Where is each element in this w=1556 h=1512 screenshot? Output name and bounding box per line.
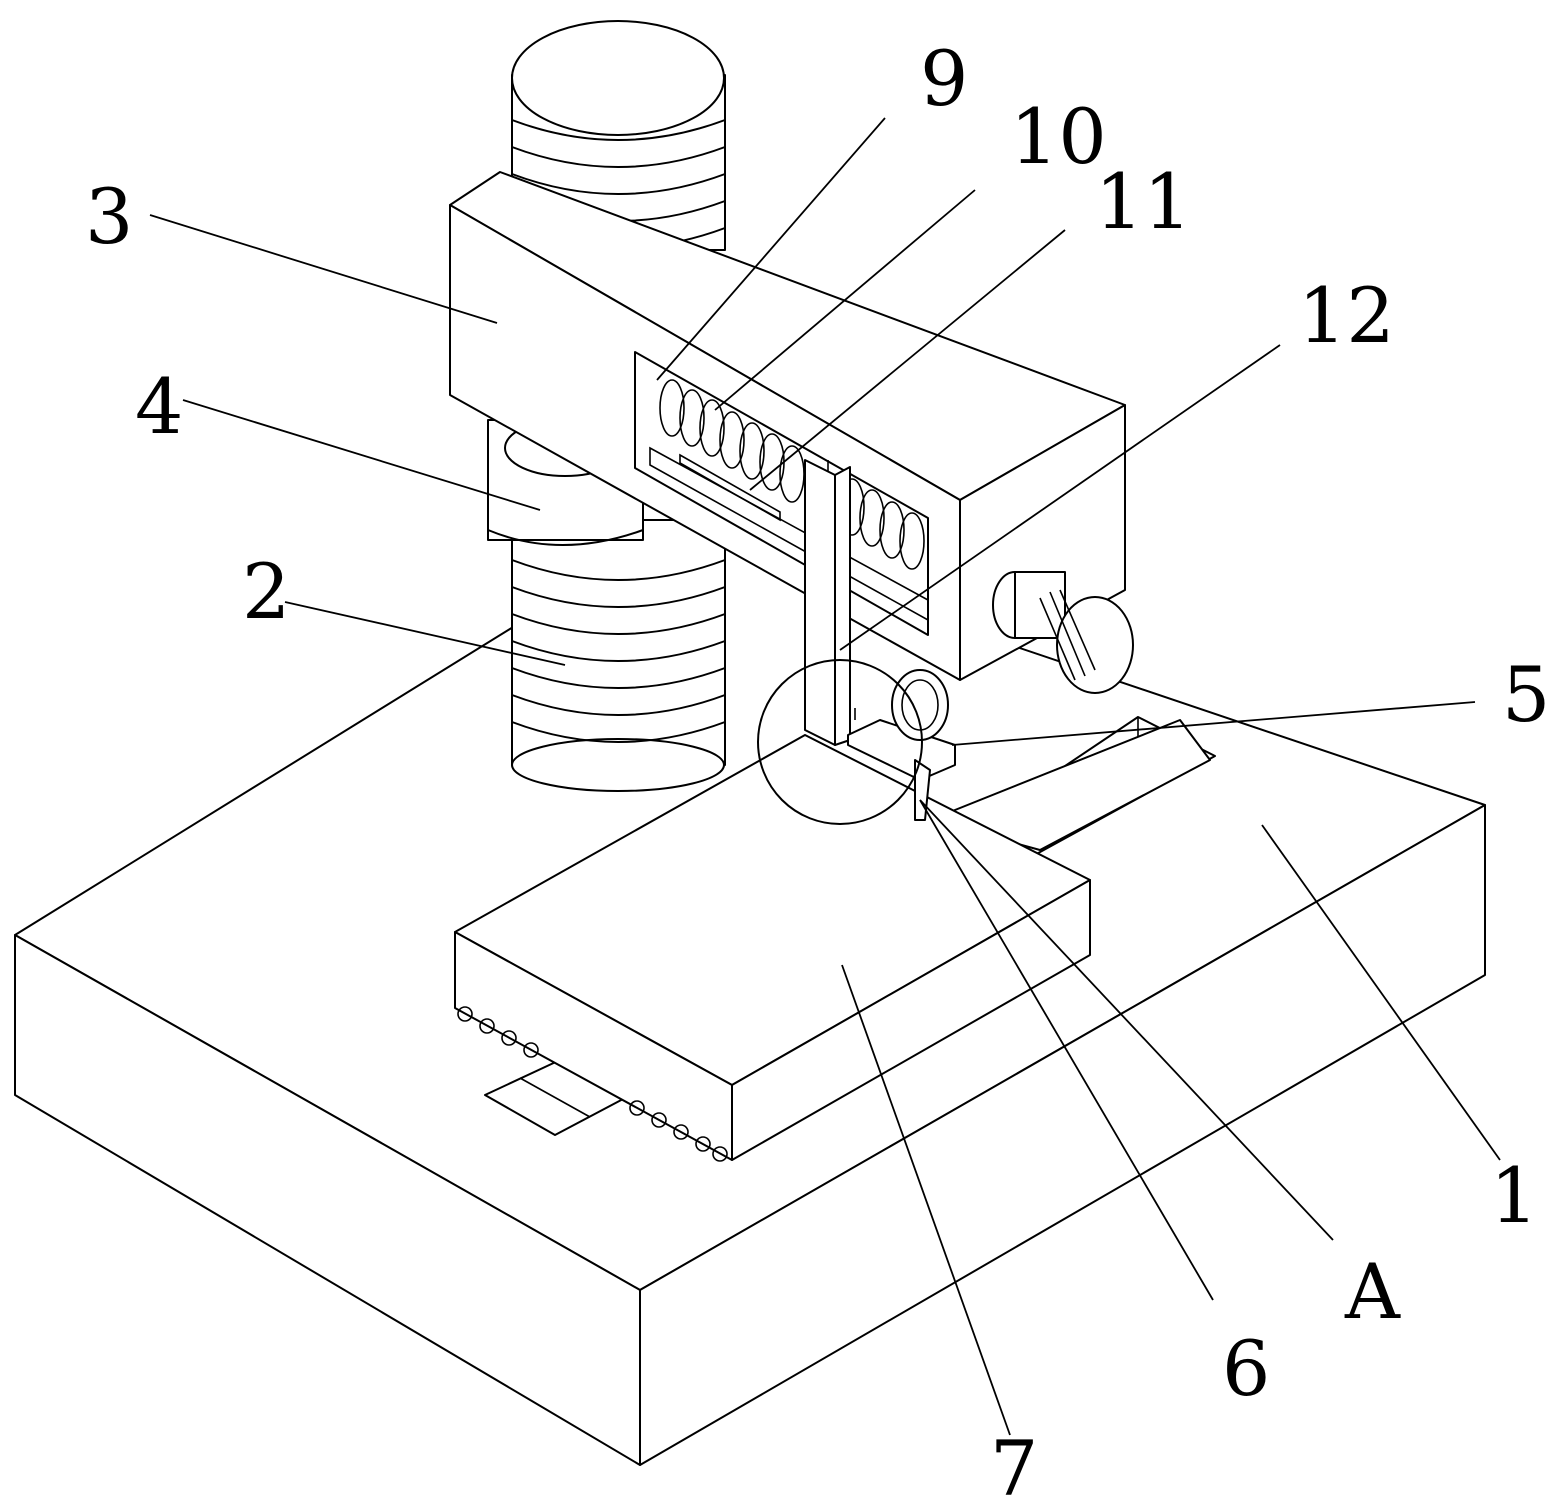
label-9: 9 [920,34,968,123]
label-2: 2 [242,547,290,636]
label-5: 5 [1502,650,1550,739]
label-1: 1 [1490,1151,1538,1240]
label-4: 4 [135,362,183,451]
side-knob [992,571,1134,694]
leader-lines [149,117,1501,1436]
arm-springs [659,379,925,570]
slide-plate [679,453,781,522]
label-10: 10 [1010,92,1107,181]
label-7: 7 [990,1424,1038,1512]
hanging-bracket [804,459,851,746]
screw-column [511,519,726,792]
label-3: 3 [85,172,133,261]
label-12: 12 [1298,271,1395,360]
tool-holder [847,669,956,821]
work-platform [454,734,1091,1162]
label-6: 6 [1222,1324,1270,1413]
platform-rollers [457,1006,728,1162]
label-11: 11 [1095,157,1192,246]
label-a: A [1344,1247,1401,1336]
detail-circle-a [757,659,923,825]
